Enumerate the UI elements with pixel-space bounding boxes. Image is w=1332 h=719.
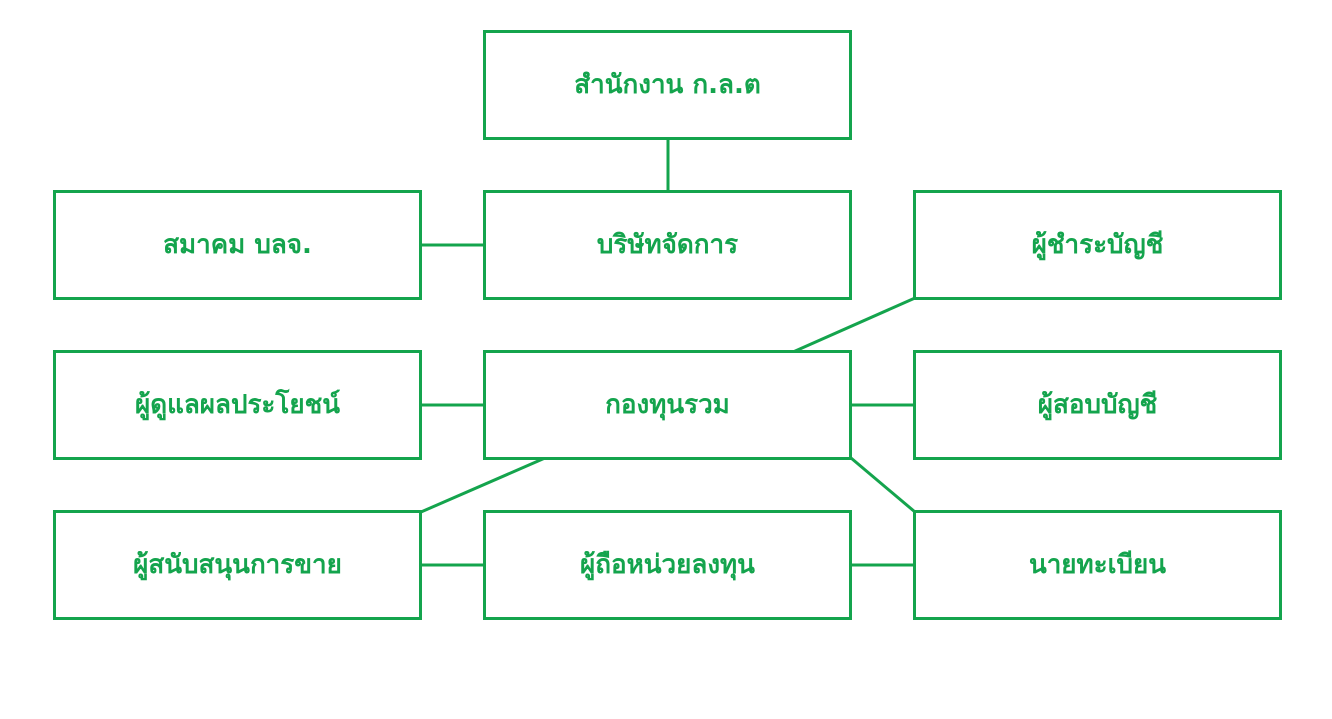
node-selling-agent: ผู้สนับสนุนการขาย bbox=[53, 510, 422, 620]
node-sec-office: สำนักงาน ก.ล.ต bbox=[483, 30, 852, 140]
node-label: บริษัทจัดการ bbox=[596, 230, 739, 260]
node-label: ผู้สอบบัญชี bbox=[1037, 390, 1158, 420]
node-custodian: ผู้ชำระบัญชี bbox=[913, 190, 1282, 300]
node-unitholder: ผู้ถือหน่วยลงทุน bbox=[483, 510, 852, 620]
node-label: ผู้ถือหน่วยลงทุน bbox=[580, 550, 755, 580]
node-label: ผู้สนับสนุนการขาย bbox=[133, 550, 342, 580]
node-label: ผู้ดูแลผลประโยชน์ bbox=[134, 390, 341, 420]
node-label: สำนักงาน ก.ล.ต bbox=[574, 70, 761, 100]
node-auditor: ผู้สอบบัญชี bbox=[913, 350, 1282, 460]
node-label: ผู้ชำระบัญชี bbox=[1031, 230, 1164, 260]
node-registrar: นายทะเบียน bbox=[913, 510, 1282, 620]
node-trustee: ผู้ดูแลผลประโยชน์ bbox=[53, 350, 422, 460]
connector-fund-to-registrar bbox=[850, 456, 916, 514]
node-management-company: บริษัทจัดการ bbox=[483, 190, 852, 300]
node-mutual-fund: กองทุนรวม bbox=[483, 350, 852, 460]
node-label: สมาคม บลจ. bbox=[163, 230, 312, 260]
node-association: สมาคม บลจ. bbox=[53, 190, 422, 300]
node-label: นายทะเบียน bbox=[1028, 550, 1167, 580]
connector-fund-to-selling-agent bbox=[420, 456, 546, 514]
connector-custodian-to-fund bbox=[792, 296, 916, 354]
node-label: กองทุนรวม bbox=[605, 390, 730, 420]
